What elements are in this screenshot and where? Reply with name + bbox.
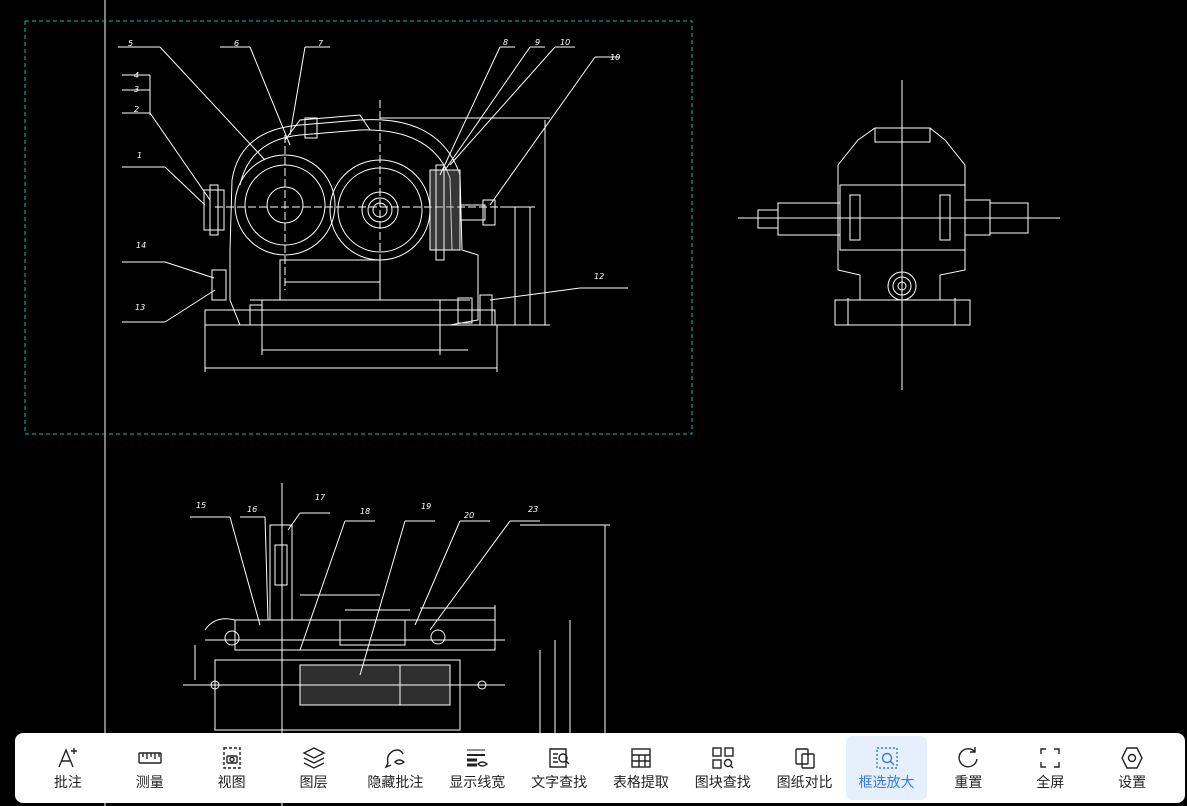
svg-text:10: 10 — [610, 53, 620, 62]
svg-text:1: 1 — [137, 151, 142, 160]
svg-text:6: 6 — [234, 39, 239, 48]
side-view — [738, 80, 1060, 390]
table-extract-label: 表格提取 — [612, 775, 669, 791]
text-search-icon — [549, 748, 570, 768]
hide-annotation-label: 隐藏批注 — [367, 775, 424, 791]
reset-button[interactable]: 重置 — [927, 736, 1009, 800]
svg-text:9: 9 — [535, 38, 540, 47]
reset-label: 重置 — [954, 775, 983, 791]
layers-label: 图层 — [299, 775, 328, 791]
line-width-label: 显示线宽 — [449, 775, 506, 791]
svg-text:3: 3 — [134, 85, 139, 94]
svg-text:4: 4 — [134, 71, 139, 80]
svg-text:20: 20 — [464, 511, 474, 520]
measure-button[interactable]: 测量 — [109, 736, 191, 800]
layers-icon — [301, 747, 326, 769]
compare-button[interactable]: 图纸对比 — [764, 736, 846, 800]
svg-text:13: 13 — [135, 303, 145, 312]
annotate-icon — [58, 748, 77, 768]
reset-icon — [958, 747, 979, 768]
bottom-toolbar: 批注 测量 视图 图层 隐藏批注 显示线宽 文字查找 表格提取 图块查找 图纸对… — [15, 733, 1185, 803]
annotate-button[interactable]: 批注 — [27, 736, 109, 800]
line-width-button[interactable]: 显示线宽 — [436, 736, 518, 800]
fullscreen-icon — [1040, 748, 1060, 768]
settings-label: 设置 — [1118, 775, 1147, 791]
layers-button[interactable]: 图层 — [273, 736, 355, 800]
fullscreen-button[interactable]: 全屏 — [1009, 736, 1091, 800]
settings-button[interactable]: 设置 — [1091, 736, 1173, 800]
svg-text:12: 12 — [594, 272, 604, 281]
measure-label: 测量 — [135, 775, 164, 791]
settings-icon — [1121, 747, 1143, 769]
front-view — [118, 46, 628, 372]
box-zoom-icon — [875, 747, 898, 769]
block-search-button[interactable]: 图块查找 — [682, 736, 764, 800]
svg-text:15: 15 — [196, 501, 206, 510]
view-button[interactable]: 视图 — [191, 736, 273, 800]
compare-icon — [794, 748, 815, 769]
svg-text:7: 7 — [318, 39, 324, 48]
ruler-icon — [138, 752, 162, 764]
box-zoom-button[interactable]: 框选放大 — [845, 736, 928, 800]
svg-text:5: 5 — [128, 39, 133, 48]
table-extract-button[interactable]: 表格提取 — [600, 736, 682, 800]
zoom-selection-box[interactable] — [24, 20, 693, 435]
text-search-label: 文字查找 — [531, 775, 588, 791]
box-zoom-label: 框选放大 — [858, 775, 915, 791]
svg-text:10: 10 — [560, 38, 570, 47]
table-extract-icon — [631, 748, 651, 768]
view-icon — [222, 747, 241, 769]
svg-text:23: 23 — [528, 505, 538, 514]
line-width-icon — [467, 749, 489, 767]
annotate-label: 批注 — [53, 775, 82, 791]
svg-text:2: 2 — [134, 105, 139, 114]
hide-annotation-icon — [384, 749, 406, 769]
svg-text:19: 19 — [421, 502, 431, 511]
svg-text:8: 8 — [503, 38, 508, 47]
svg-text:14: 14 — [136, 241, 146, 250]
svg-text:18: 18 — [360, 507, 370, 516]
hide-annotation-button[interactable]: 隐藏批注 — [354, 736, 436, 800]
compare-label: 图纸对比 — [776, 775, 833, 791]
front-view-callouts: 5 6 7 8 9 10 10 4 3 2 1 14 13 12 — [128, 38, 620, 312]
block-search-icon — [712, 747, 734, 769]
fullscreen-label: 全屏 — [1036, 775, 1065, 791]
view-label: 视图 — [217, 775, 246, 791]
svg-text:17: 17 — [315, 493, 326, 502]
svg-text:16: 16 — [247, 505, 257, 514]
section-view-callouts: 15 16 17 18 19 20 23 — [196, 493, 538, 520]
block-search-label: 图块查找 — [694, 775, 751, 791]
text-search-button[interactable]: 文字查找 — [518, 736, 600, 800]
